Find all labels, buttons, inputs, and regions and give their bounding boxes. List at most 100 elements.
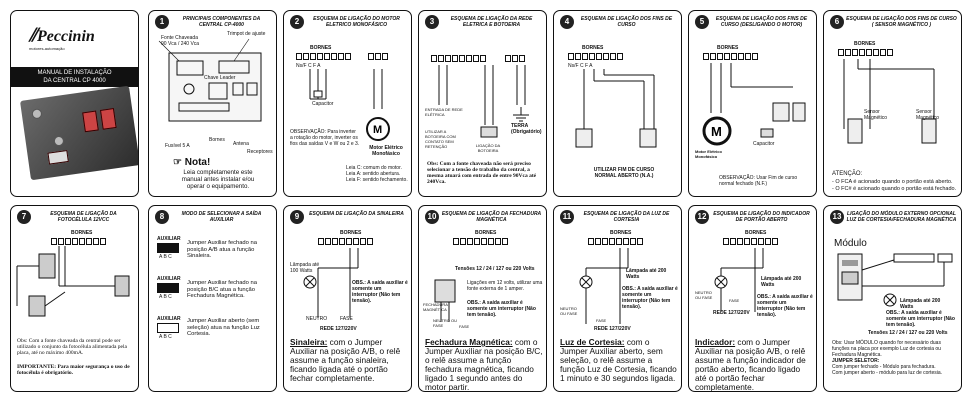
jumper-heading: JUMPER SELETOR: <box>832 358 880 364</box>
motor-wiring: M <box>309 69 390 141</box>
bornes-label: BORNES <box>340 230 362 236</box>
motor-legend: Leia C: comum do motor. Leia A: sentido … <box>346 165 408 183</box>
terminal-strip <box>431 55 486 62</box>
caption-body: com o Jumper Auxiliar na posição B/C, o … <box>425 337 543 392</box>
jumper-pins-2: A B C <box>159 294 172 300</box>
fechadura-icon <box>434 279 456 322</box>
rede-label: REDE 127/220V <box>713 310 750 316</box>
connection-note: Ligações em 12 volts, utilizar uma fonte… <box>467 280 543 292</box>
panel-title: ESQUEMA DE LIGAÇÃO DA FECHADURA MAGNÉTIC… <box>441 211 542 223</box>
terminal-strip <box>453 238 508 245</box>
panel-number: 10 <box>425 210 439 224</box>
terminal-strip <box>318 238 373 245</box>
module-wiring <box>837 253 953 307</box>
bornes-label: BORNES <box>610 230 632 236</box>
attention-line-1: - O FCA é acionado quando o portão está … <box>832 179 953 185</box>
panel-number: 3 <box>425 15 439 29</box>
fase-label: FASE <box>729 298 740 303</box>
attention-heading: ATENÇÃO: <box>832 171 863 177</box>
panel-title: MODO DE SELECIONAR A SAÍDA AUXILIAR <box>181 211 262 223</box>
brand-tagline: motores-automação <box>29 46 65 51</box>
caption-heading: Indicador: <box>695 337 736 347</box>
hand-pointer-icon: ☞ <box>173 157 182 168</box>
jumper-closed-note: Com jumper fechado - Módulo para fechadu… <box>832 364 936 370</box>
botoeira-label: LIGAÇÃO DA BOTOEIRA <box>475 143 501 153</box>
jumper-bc-closed <box>157 283 179 293</box>
panel-title: ESQUEMA DE LIGAÇÃO DA SINALEIRA <box>309 211 404 217</box>
neutro-label: NEUTRO OU FASE <box>695 290 713 300</box>
caption: Fechadura Magnética: com o Jumper Auxili… <box>425 338 543 392</box>
panel-sinaleira: 9 ESQUEMA DE LIGAÇÃO DA SINALEIRA BORNES… <box>283 205 412 392</box>
caption: Indicador: com o Jumper Auxiliar na posi… <box>695 338 813 392</box>
limit-switch-wiring <box>575 69 657 148</box>
module-label: Módulo <box>834 238 867 249</box>
caption: Luz de Cortesia: com o Jumper Auxiliar a… <box>560 338 678 383</box>
label-chave-leader: Chave Leader <box>204 75 236 81</box>
jumper-ab-closed <box>157 243 179 253</box>
panel-motor: 2 ESQUEMA DE LIGAÇÃO DO MOTOR ELETRICO M… <box>283 10 412 197</box>
capacitor-label: Capacitor <box>753 141 775 147</box>
panel-title: ESQUEMA DE LIGAÇÃO DOS FINS DE CURSO (DE… <box>715 16 808 28</box>
observation-text: Obs: Com a fonte chaveada da central pod… <box>17 338 127 356</box>
motor-label: Motor Elétrico Monofásico <box>695 149 722 159</box>
jumper-label-3: AUXILIAR <box>157 316 181 322</box>
jumper-pins-1: A B C <box>159 254 172 260</box>
terminal-strip <box>568 53 623 60</box>
jumper-pins-3: A B C <box>159 334 172 340</box>
terminal-strip <box>588 238 643 245</box>
panel-saida-auxiliar: 8 MODO DE SELECIONAR A SAÍDA AUXILIAR AU… <box>148 205 277 392</box>
circuit-board-photo <box>19 85 138 181</box>
panel-title: PRINCIPAIS COMPONENTES DA CENTRAL CP-400… <box>182 16 261 28</box>
neutro-label: NEUTRO <box>306 316 328 322</box>
jumper-label-2: AUXILIAR <box>157 276 181 282</box>
panel-title: ESQUEMA DE LIGAÇÃO DA REDE ELETRICA E BO… <box>450 16 533 28</box>
observation-text: OBS.: A saída auxiliar é somente um inte… <box>467 300 536 318</box>
tension-label: Tensões 12 / 24 / 127 ou 220 Volts <box>868 330 948 336</box>
caption-body: com o Jumper Auxiliar na posição A/B, o … <box>290 337 401 383</box>
option-luz-cortesia: Jumper Auxiliar aberto (sem seleção) atu… <box>187 318 260 337</box>
limit-switch-note: UTILIZAR FIM DE CURSO NORMAL ABERTO (N.A… <box>593 167 655 179</box>
caption-body: com o Jumper Auxiliar na posição A/B, o … <box>695 337 806 392</box>
sensor-label-a: Sensor Magnético <box>864 109 888 121</box>
bornes-label: BORNES <box>854 41 876 47</box>
photocell-wiring <box>16 246 130 317</box>
jumper-open <box>157 323 179 333</box>
option-sinaleira: Jumper Auxiliar fechado na posição A/B a… <box>187 240 257 259</box>
sinaleira-wiring <box>303 248 359 318</box>
terminal-labels: Ns/F C F A <box>568 63 593 69</box>
panel-number: 11 <box>560 210 574 224</box>
fase-label: FASE <box>340 316 353 322</box>
caption-body: com o Jumper Auxiliar aberto, sem seleçã… <box>560 337 677 383</box>
panel-sensor-magnetico: 6 ESQUEMA DE LIGAÇÃO DOS FINS DE CURSO (… <box>823 10 962 197</box>
panel-title: ESQUEMA DE LIGAÇÃO DA LUZ DE CORTESIA <box>583 211 670 223</box>
board-diagram <box>158 38 262 122</box>
note-body: Leia completamente este manual antes ins… <box>181 169 255 190</box>
panel-number: 2 <box>290 15 304 29</box>
lamp-label: Lâmpada até 200 Watts <box>626 268 667 280</box>
terra-label: TERRA (Obrigatório) <box>511 123 542 135</box>
observation-text: OBSERVAÇÃO: Para inverter a rotação do m… <box>290 129 360 147</box>
panel-title: ESQUEMA DE LIGAÇÃO DOS FINS DE CURSO <box>580 16 673 28</box>
panel-number: 9 <box>290 210 304 224</box>
cortesia-wiring <box>579 248 629 324</box>
terminal-strip <box>723 238 778 245</box>
sensor-wiring <box>843 59 937 144</box>
label-bornes: Bornes <box>209 137 225 143</box>
fase-label: FASE <box>596 318 607 323</box>
panel-title: ESQUEMA DE LIGAÇÃO DO MOTOR ELETRICO MON… <box>313 16 400 28</box>
svg-text:M: M <box>711 124 722 139</box>
sensor-label-b: Sensor Magnético <box>916 109 940 121</box>
label-trimpot: Trimpot de ajuste <box>227 31 266 37</box>
terminal-strip <box>296 53 351 60</box>
lamp-label: Lâmpada até 200 Watts <box>761 276 802 288</box>
panel-number: 5 <box>695 15 709 29</box>
rede-label: ENTRADA DE REDE ELÉTRICA <box>425 107 463 117</box>
bornes-label: BORNES <box>71 230 93 236</box>
observation-text: OBSERVAÇÃO: Usar Fim de curso normal fec… <box>719 175 798 187</box>
observation-text: OBS.: A saída auxiliar é somente um inte… <box>622 286 678 310</box>
panel-modulo-externo: 13 LIGAÇÃO DO MÓDULO EXTERNO OPCIONAL LU… <box>823 205 962 392</box>
motor-label: Motor Elétrico Monofásico <box>369 145 403 157</box>
bornes-label: BORNES <box>310 45 332 51</box>
panel-title: ESQUEMA DE LIGAÇÃO DA FOTOCÉLULA 12VCC <box>50 211 117 223</box>
rede-wiring <box>438 65 529 138</box>
